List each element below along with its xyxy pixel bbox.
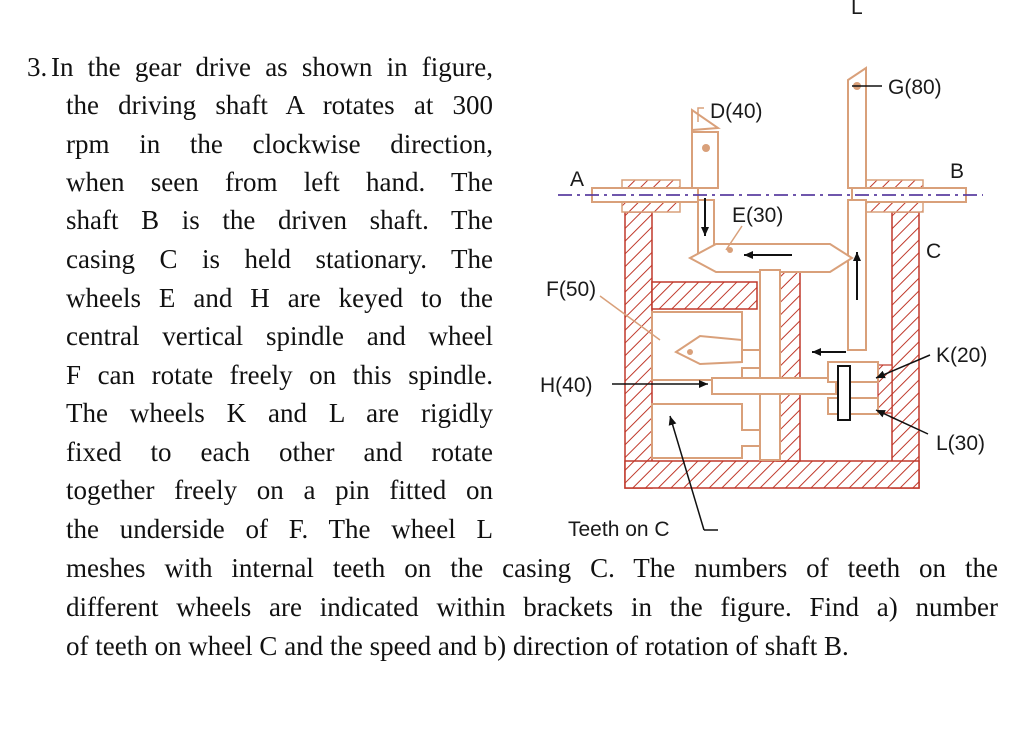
label-h: H(40) bbox=[540, 374, 593, 397]
label-f: F(50) bbox=[546, 278, 596, 301]
label-leaders bbox=[599, 107, 743, 341]
question-number: 3. bbox=[27, 52, 48, 82]
question-line-10: The wheels K and L are rigidly bbox=[66, 398, 493, 428]
direction-arrows bbox=[701, 198, 861, 356]
question-line-2: the driving shaft A rotates at 300 bbox=[66, 90, 493, 120]
label-k: K(20) bbox=[936, 344, 987, 367]
label-top-l: L bbox=[851, 0, 863, 19]
label-l: L(30) bbox=[936, 432, 985, 455]
question-line-14: meshes with internal teeth on the casing… bbox=[66, 553, 998, 583]
label-d: D(40) bbox=[710, 100, 763, 123]
question-line-1: In the gear drive as shown in figure, bbox=[51, 52, 493, 82]
question-line-7: wheels E and H are keyed to the bbox=[66, 283, 493, 313]
question-line-4: when seen from left hand. The bbox=[66, 167, 493, 197]
question-line-11: fixed to each other and rotate bbox=[66, 437, 493, 467]
label-teeth-on-c: Teeth on C bbox=[568, 518, 670, 541]
gear-g bbox=[847, 66, 867, 351]
question-line-8: central vertical spindle and wheel bbox=[66, 321, 493, 351]
gear-h bbox=[711, 377, 837, 395]
question-line-15: different wheels are indicated within br… bbox=[66, 592, 998, 622]
gear-f bbox=[651, 311, 761, 381]
question-line-6: casing C is held stationary. The bbox=[66, 244, 493, 274]
question-line-13: the underside of F. The wheel L bbox=[66, 514, 493, 544]
central-spindle bbox=[759, 269, 781, 461]
label-b: B bbox=[950, 160, 964, 183]
question-line-3: rpm in the clockwise direction, bbox=[66, 129, 493, 159]
question-line-16: of teeth on wheel C and the speed and b)… bbox=[66, 631, 849, 661]
label-a: A bbox=[570, 168, 584, 191]
question-line-5: shaft B is the driven shaft. The bbox=[66, 205, 493, 235]
gear-e bbox=[687, 243, 854, 273]
label-c: C bbox=[926, 240, 941, 263]
leader-lines bbox=[612, 85, 931, 531]
arm-of-f bbox=[651, 403, 761, 459]
label-g: G(80) bbox=[888, 76, 942, 99]
gears-k-l bbox=[827, 361, 879, 421]
question-line-12: together freely on a pin fitted on bbox=[66, 475, 493, 505]
question-line-9: F can rotate freely on this spindle. bbox=[66, 360, 493, 390]
label-e: E(30) bbox=[732, 204, 783, 227]
